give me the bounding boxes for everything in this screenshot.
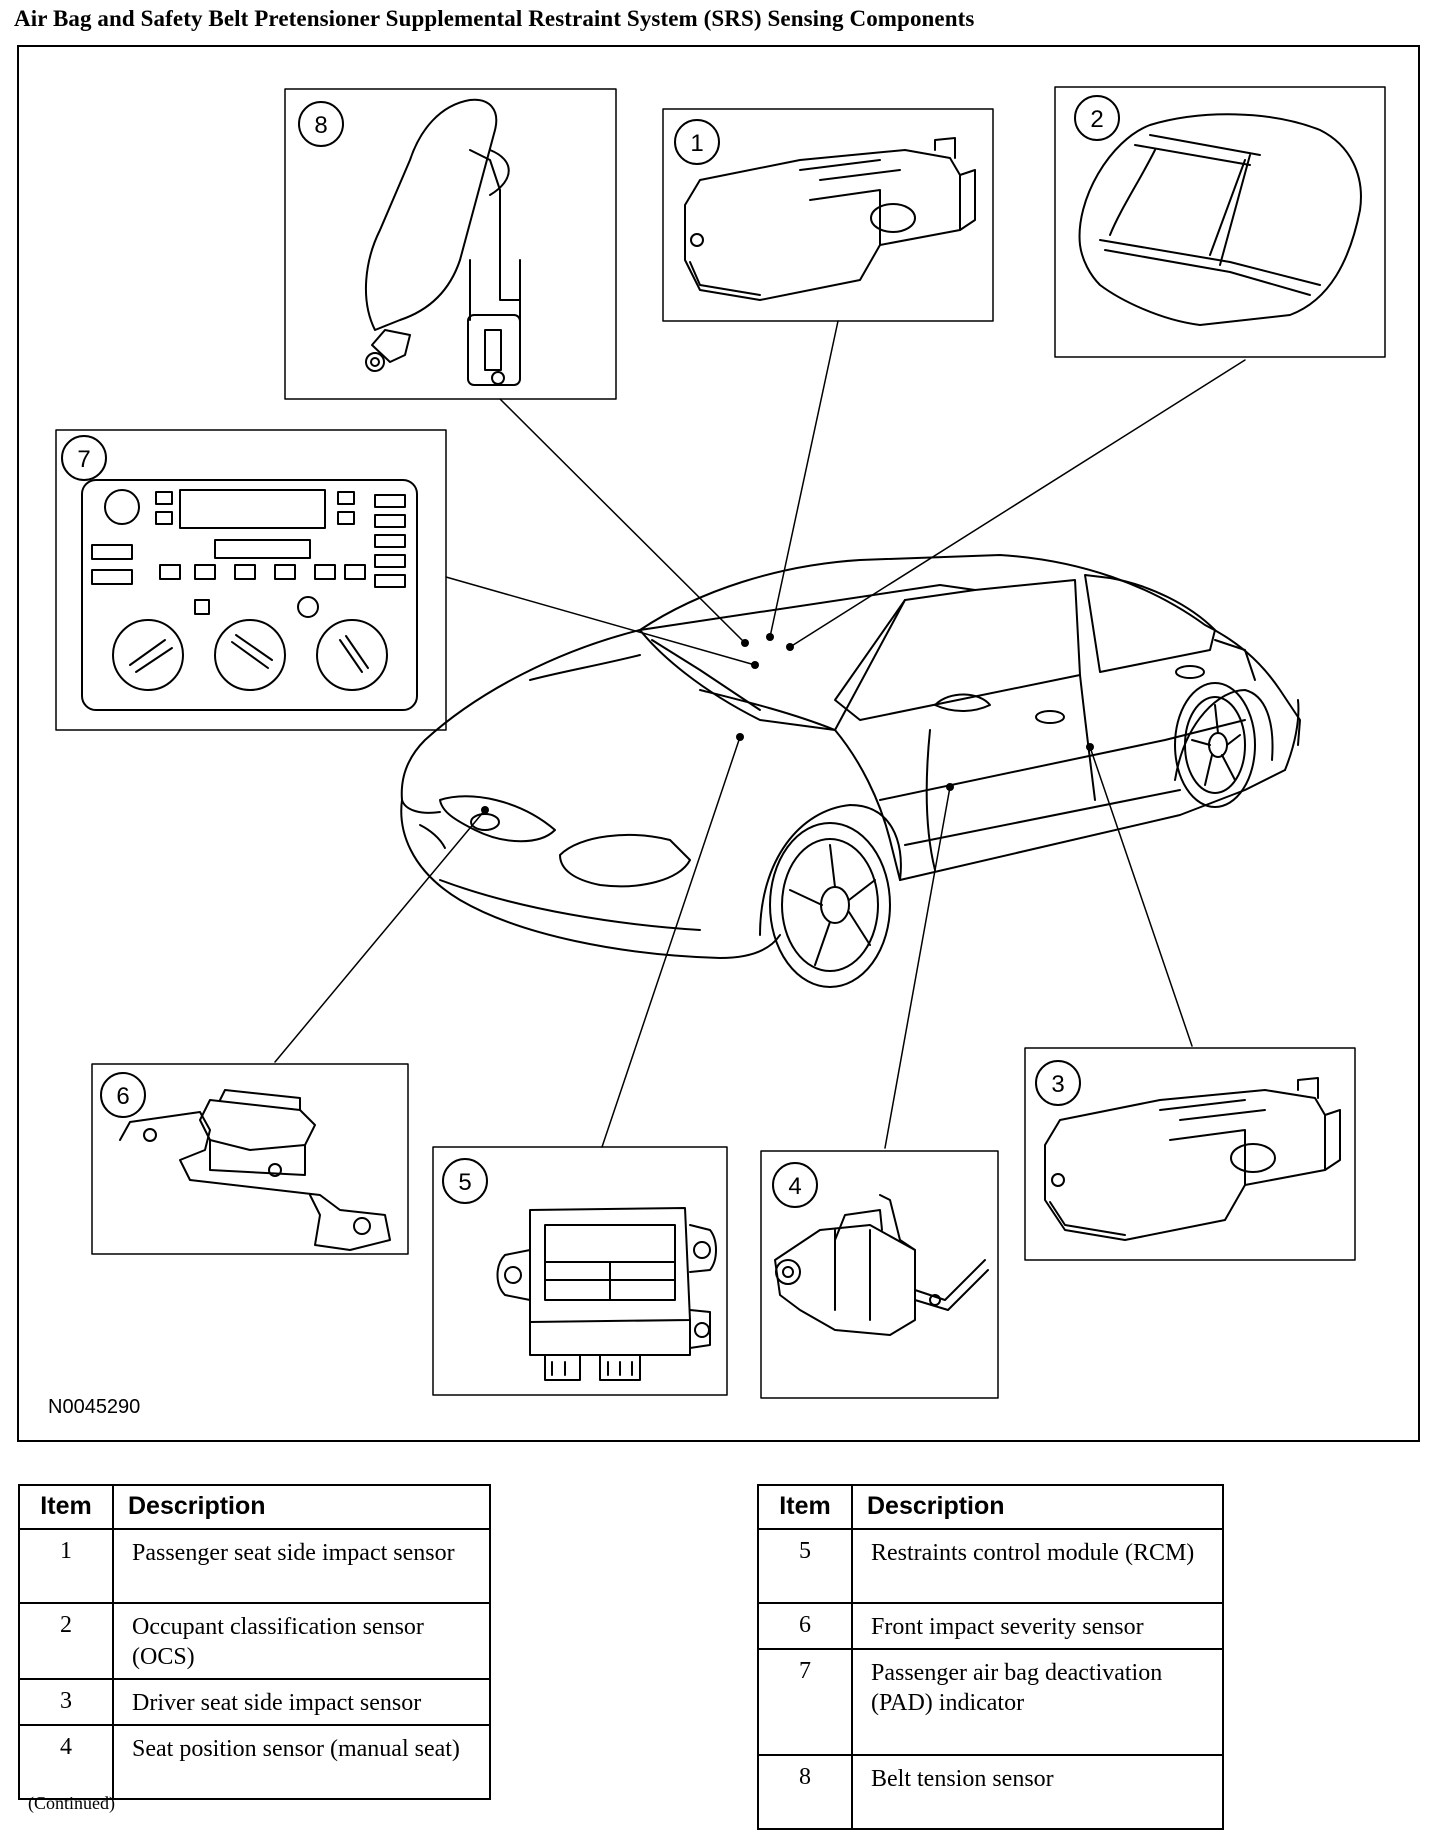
table-row: 3 Driver seat side impact sensor	[18, 1678, 491, 1726]
table-row: 6 Front impact severity sensor	[757, 1602, 1224, 1650]
item-number: 8	[757, 1754, 853, 1830]
item-number: 6	[757, 1602, 853, 1650]
vehicle-illustration	[400, 554, 1301, 988]
item-description: Driver seat side impact sensor	[112, 1678, 491, 1726]
column-header-item: Item	[18, 1484, 114, 1530]
page-title: Air Bag and Safety Belt Pretensioner Sup…	[14, 6, 975, 31]
table-row: 7 Passenger air bag deactivation (PAD) i…	[757, 1648, 1224, 1756]
callout-4: 4	[788, 1173, 801, 1200]
item-number: 3	[18, 1678, 114, 1726]
component-box-2	[1054, 86, 1386, 358]
component-box-5	[432, 1146, 728, 1396]
legend-table-right: Item Description 5 Restraints control mo…	[757, 1484, 1224, 1830]
item-number: 1	[18, 1528, 114, 1604]
legend-table-left: Item Description 1 Passenger seat side i…	[18, 1484, 491, 1800]
item-number: 5	[757, 1528, 853, 1604]
item-description: Front impact severity sensor	[851, 1602, 1224, 1650]
component-box-8	[284, 88, 617, 400]
item-description: Occupant classification sensor (OCS)	[112, 1602, 491, 1680]
item-number: 7	[757, 1648, 853, 1756]
table-row: 2 Occupant classification sensor (OCS)	[18, 1602, 491, 1680]
figure-frame	[17, 45, 1420, 1442]
component-box-3	[1024, 1047, 1356, 1261]
leader-dots	[481, 633, 1094, 814]
table-row: 8 Belt tension sensor	[757, 1754, 1224, 1830]
continued-note: (Continued)	[28, 1793, 115, 1813]
item-description: Seat position sensor (manual seat)	[112, 1724, 491, 1800]
callout-labels: 8 1 2 7 6 5 4 3	[77, 106, 1103, 1200]
figure-id: N0045290	[48, 1396, 141, 1418]
item-number: 4	[18, 1724, 114, 1800]
callout-circles	[61, 95, 1120, 1208]
column-header-item: Item	[757, 1484, 853, 1530]
leader-lines	[274, 320, 1246, 1149]
callout-1: 1	[690, 130, 703, 157]
table-row: 4 Seat position sensor (manual seat)	[18, 1724, 491, 1800]
item-description: Passenger seat side impact sensor	[112, 1528, 491, 1604]
callout-5: 5	[458, 1169, 471, 1196]
component-box-1	[662, 108, 994, 322]
column-header-description: Description	[112, 1484, 491, 1530]
item-number: 2	[18, 1602, 114, 1680]
column-header-description: Description	[851, 1484, 1224, 1530]
item-description: Belt tension sensor	[851, 1754, 1224, 1830]
callout-6: 6	[116, 1083, 129, 1110]
item-description: Restraints control module (RCM)	[851, 1528, 1224, 1604]
callout-3: 3	[1051, 1071, 1064, 1098]
component-box-6	[91, 1063, 409, 1255]
table-row: 1 Passenger seat side impact sensor	[18, 1528, 491, 1604]
callout-2: 2	[1090, 106, 1103, 133]
table-row: 5 Restraints control module (RCM)	[757, 1528, 1224, 1604]
table-header-row: Item Description	[757, 1484, 1224, 1530]
callout-8: 8	[314, 112, 327, 139]
callout-7: 7	[77, 446, 90, 473]
item-description: Passenger air bag deactivation (PAD) ind…	[851, 1648, 1224, 1756]
table-header-row: Item Description	[18, 1484, 491, 1530]
component-box-7	[55, 429, 447, 731]
component-box-4	[760, 1150, 999, 1399]
